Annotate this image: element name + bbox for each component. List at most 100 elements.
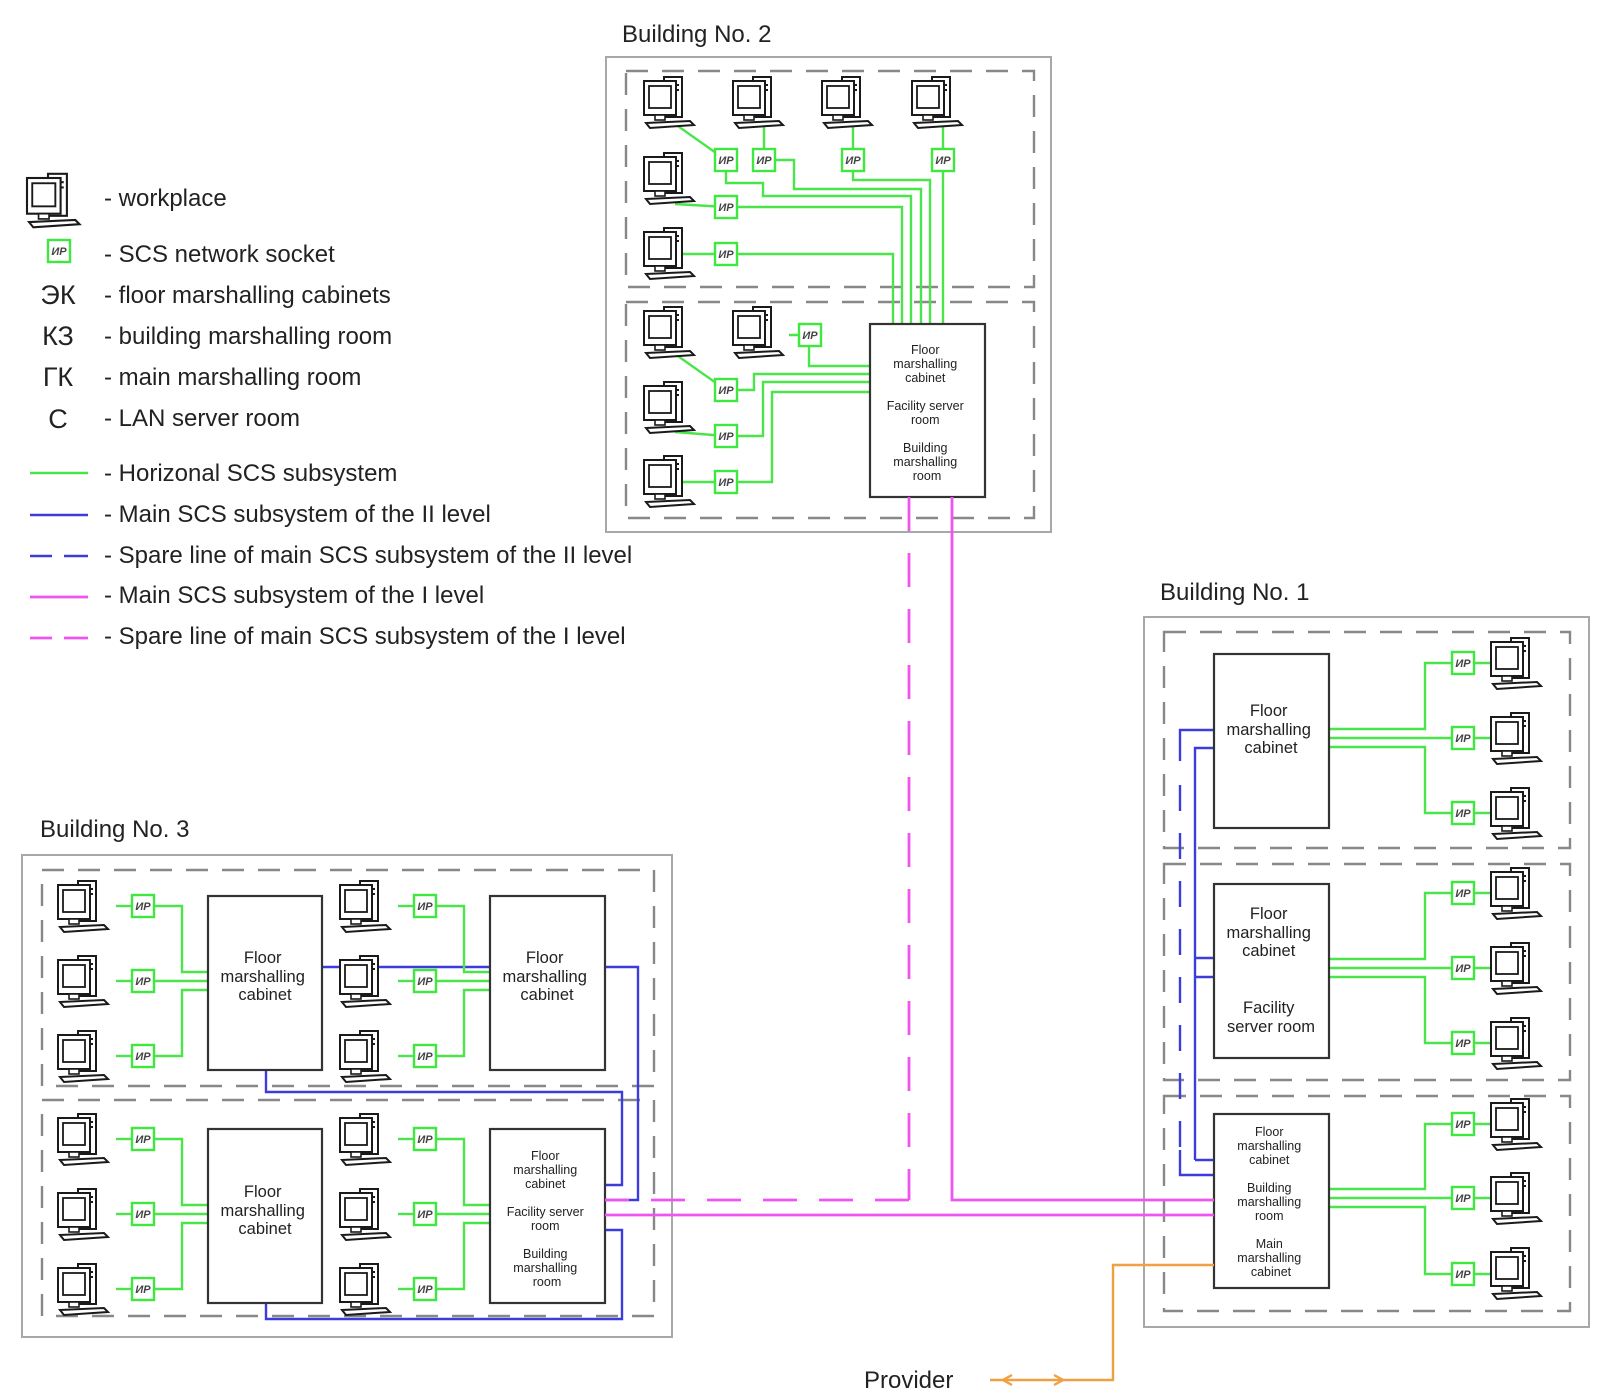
workplace-icon: [732, 76, 784, 129]
cabinet-label: Floor marshalling cabinet: [1227, 702, 1316, 757]
svg-text:ИР: ИР: [135, 901, 151, 913]
workplace-icon: [643, 76, 695, 129]
svg-text:ИР: ИР: [135, 976, 151, 988]
workplace-icon: [1490, 1172, 1542, 1225]
socket-icon: ИР: [130, 893, 156, 919]
svg-text:ИР: ИР: [417, 976, 433, 988]
legend-item-building-room: КЗ - building marshalling room: [42, 321, 392, 351]
socket-icon: ИР: [412, 968, 438, 994]
legend-item-spare-level-1: - Spare line of main SCS subsystem of th…: [30, 623, 626, 650]
workplace-icon: [57, 1188, 109, 1241]
legend-item-main-level-1: - Main SCS subsystem of the I level: [30, 582, 484, 609]
socket-icon: ИР: [412, 1043, 438, 1069]
workplace-icon: [339, 880, 391, 933]
workplace-icon: [1490, 1017, 1542, 1070]
socket-icon: ИР: [412, 893, 438, 919]
floor-cabinet: Floor marshalling cabinet: [1212, 652, 1331, 830]
main-level-2-cabling: [1178, 728, 1214, 1177]
workplace-icon: [1490, 787, 1542, 840]
arrow-left-icon: [1000, 1373, 1013, 1387]
svg-text:ИР: ИР: [1455, 1269, 1471, 1281]
floor-cabinet: Floor marshalling cabinet: [206, 1127, 324, 1305]
workplace-icon: [25, 172, 81, 229]
svg-text:ИР: ИР: [417, 1051, 433, 1063]
svg-text:ИР: ИР: [718, 431, 734, 443]
legend-label: - SCS network socket: [104, 241, 335, 268]
legend-label: - Spare line of main SCS subsystem of th…: [104, 623, 626, 650]
svg-text:ИР: ИР: [135, 1209, 151, 1221]
svg-text:ИР: ИР: [845, 155, 861, 167]
floor-cabinet: Floor marshalling cabinet Facility serve…: [1212, 882, 1331, 1060]
workplace-icon: [339, 1113, 391, 1166]
socket-icon: ИР: [713, 377, 739, 403]
legend-symbol: КЗ: [42, 321, 74, 351]
cabinet-label: Floor marshalling cabinet: [221, 949, 310, 1004]
socket-icon: ИР: [713, 241, 739, 267]
legend: - workplace ИР - SCS network socket ЭК -…: [25, 172, 632, 650]
building-1: Building No. 1: [1143, 579, 1590, 1328]
workplace-icon: [57, 955, 109, 1008]
svg-text:ИР: ИР: [417, 1209, 433, 1221]
b2-b1-main-line: [950, 497, 1214, 1202]
socket-icon: ИР: [713, 423, 739, 449]
floor-outline: [1162, 1094, 1572, 1313]
legend-item-horizontal: - Horizonal SCS subsystem: [30, 460, 397, 487]
socket-icon: ИР: [1450, 1111, 1476, 1137]
svg-text:ИР: ИР: [718, 155, 734, 167]
socket-icon: ИР: [713, 147, 739, 173]
floor-outline: [624, 69, 1036, 289]
socket-icon: ИР: [1450, 1185, 1476, 1211]
legend-item-lan-server: С - LAN server room: [48, 404, 300, 434]
main-level-1-cabling: [605, 497, 1214, 1217]
socket-icon: ИР: [713, 194, 739, 220]
building-outline: [605, 56, 1052, 533]
socket-icon: ИР: [1450, 1261, 1476, 1287]
building-3: Building No. 3: [21, 816, 673, 1338]
building-cabinet: Floor marshalling cabinet Facility serve…: [488, 1127, 607, 1305]
building-main-cabinet: Floor marshalling cabinet Building marsh…: [1212, 1112, 1331, 1290]
legend-symbol: С: [48, 404, 68, 434]
building-title: Building No. 3: [40, 816, 189, 843]
socket-icon: ИР: [713, 469, 739, 495]
svg-text:ИР: ИР: [1455, 888, 1471, 900]
socket-icon: ИР: [130, 1043, 156, 1069]
socket-icon: ИР: [1450, 880, 1476, 906]
svg-text:ИР: ИР: [935, 155, 951, 167]
building-title: Building No. 2: [622, 21, 771, 48]
svg-text:ИР: ИР: [135, 1284, 151, 1296]
socket-icon: ИР: [1450, 800, 1476, 826]
socket-icon: ИР: [412, 1201, 438, 1227]
legend-label: - main marshalling room: [104, 364, 361, 391]
building-outline: [21, 854, 673, 1338]
floor-outline: [624, 300, 1036, 520]
workplace-icon: [339, 1263, 391, 1316]
socket-icon: [46, 238, 72, 264]
svg-text:ИР: ИР: [417, 1134, 433, 1146]
workplace-icon: [732, 306, 784, 359]
horizontal-cabling: [116, 904, 490, 1291]
socket-icon: ИР: [1450, 955, 1476, 981]
legend-item-main-level-2: - Main SCS subsystem of the II level: [30, 501, 491, 528]
socket-icon: ИР: [930, 147, 956, 173]
legend-label: - floor marshalling cabinets: [104, 282, 391, 309]
legend-item-floor-cabinets: ЭК - floor marshalling cabinets: [40, 280, 390, 310]
socket-icon: ИР: [1450, 725, 1476, 751]
socket-icon: ИР: [130, 1276, 156, 1302]
socket-icon: ИР: [1450, 1030, 1476, 1056]
provider-link: Provider: [864, 1263, 1214, 1394]
legend-label: - LAN server room: [104, 405, 300, 432]
svg-text:ИР: ИР: [135, 1051, 151, 1063]
workplace-icon: [339, 955, 391, 1008]
floor-outline: [40, 868, 656, 1088]
floor-cabinet: Floor marshalling cabinet: [488, 894, 607, 1072]
floor-outline: [1162, 862, 1572, 1082]
building-2: Building No. 2: [605, 21, 1052, 533]
workplace-icon: [57, 1113, 109, 1166]
cabinet-label: Floor marshalling cabinet Facility serve…: [1227, 905, 1316, 1036]
workplace-icon: [643, 306, 695, 359]
building-outline: [1143, 616, 1590, 1328]
workplace-icon: [1490, 867, 1542, 920]
legend-label: - workplace: [104, 185, 227, 212]
socket-icon: ИР: [130, 1126, 156, 1152]
provider-line: [990, 1263, 1214, 1382]
